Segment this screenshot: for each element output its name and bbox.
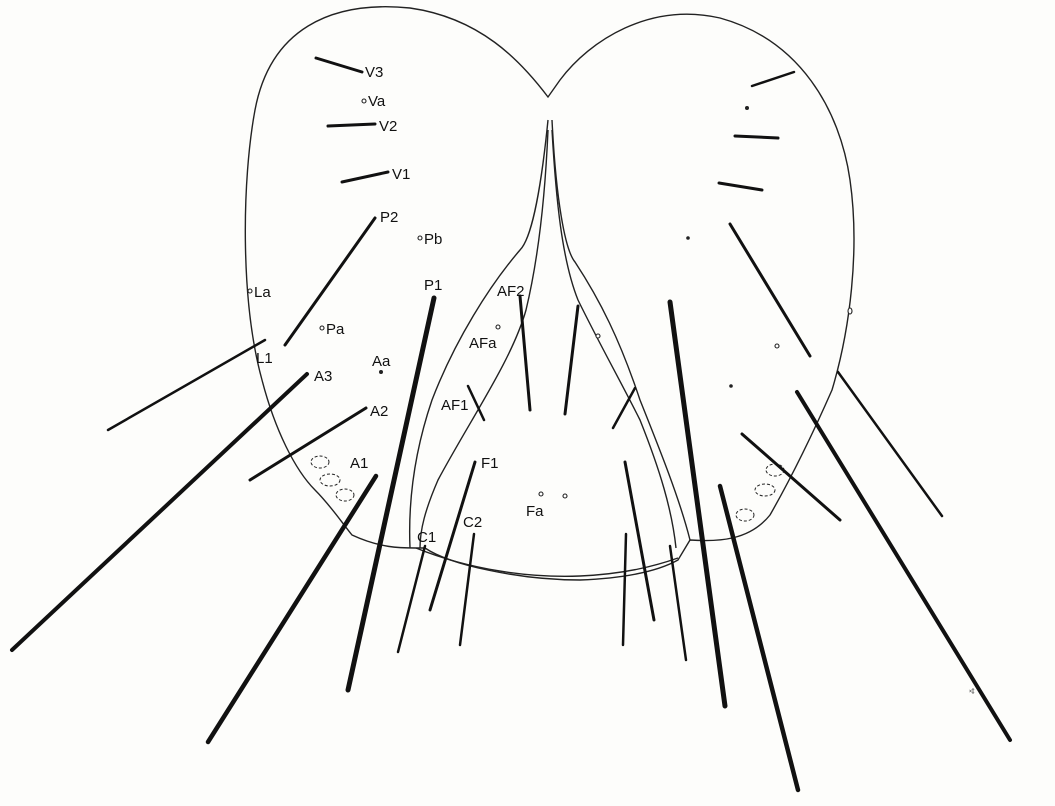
frons-right-line: [552, 130, 676, 548]
label-pb: Pb: [424, 231, 442, 248]
seta-af2-right: [565, 306, 578, 414]
label-af2: AF2: [497, 283, 525, 300]
seta-a3-right: [797, 392, 1010, 740]
label-a2: A2: [370, 403, 388, 420]
label-pa: Pa: [326, 321, 345, 338]
pore-pb-right: [686, 236, 690, 240]
pore-pa-right: [775, 344, 779, 348]
head-capsule-outline: [245, 7, 854, 580]
seta-p1: [348, 298, 434, 690]
label-af1: AF1: [441, 397, 469, 414]
seta-p2-right: [730, 224, 810, 356]
adfrontal-right-line: [552, 120, 690, 540]
pore-pb: [418, 236, 422, 240]
pore-va: [362, 99, 366, 103]
seta-f1-right: [625, 462, 654, 620]
seta-a2-right: [742, 434, 840, 520]
pore-va-right: [745, 106, 749, 110]
label-v3: V3: [365, 64, 383, 81]
label-c2: C2: [463, 514, 482, 531]
pore-aa: [379, 370, 383, 374]
label-v2: V2: [379, 118, 397, 135]
label-l1: L1: [256, 350, 273, 367]
stemma-right-3: [736, 509, 754, 521]
pore-afa: [496, 325, 500, 329]
pore-la: [248, 289, 252, 293]
seta-l1-right: [838, 372, 942, 516]
pore-fa-2: [563, 494, 567, 498]
label-fa: Fa: [526, 503, 544, 520]
stemma-right-2: [755, 484, 775, 496]
pore-la-right: [848, 308, 852, 314]
seta-v1-right: [719, 183, 762, 190]
seta-v1: [342, 172, 388, 182]
seta-a1: [208, 476, 376, 742]
seta-v2-right: [735, 136, 778, 138]
stemma-left-1: [311, 456, 329, 468]
seta-a2: [250, 408, 366, 480]
pore-pa: [320, 326, 324, 330]
artist-mark: ⁂: [970, 688, 976, 694]
label-la: La: [254, 284, 271, 301]
label-a1: A1: [350, 455, 368, 472]
seta-af1-right: [613, 388, 635, 428]
label-aa: Aa: [372, 353, 391, 370]
label-c1: C1: [417, 529, 436, 546]
stemma-left-2: [320, 474, 340, 486]
seta-c2-right: [623, 534, 626, 645]
label-p2: P2: [380, 209, 398, 226]
stemma-left-3: [336, 489, 354, 501]
adfrontal-left-line: [410, 120, 548, 548]
seta-c1: [398, 546, 425, 652]
label-va: Va: [368, 93, 386, 110]
seta-c2: [460, 534, 474, 645]
seta-l1: [108, 340, 265, 430]
seta-v3: [316, 58, 362, 72]
seta-a1-right: [720, 486, 798, 790]
seta-c1-right: [670, 546, 686, 660]
label-a3: A3: [314, 368, 332, 385]
pore-aa-right: [729, 384, 733, 388]
seta-p1-right: [670, 302, 725, 706]
pore-fa-1: [539, 492, 543, 496]
seta-a3: [12, 374, 307, 650]
pore-afa-right: [596, 334, 600, 338]
label-afa: AFa: [469, 335, 497, 352]
label-v1: V1: [392, 166, 410, 183]
seta-v2: [328, 124, 375, 126]
seta-v3-right: [752, 72, 794, 86]
label-f1: F1: [481, 455, 499, 472]
label-p1: P1: [424, 277, 442, 294]
